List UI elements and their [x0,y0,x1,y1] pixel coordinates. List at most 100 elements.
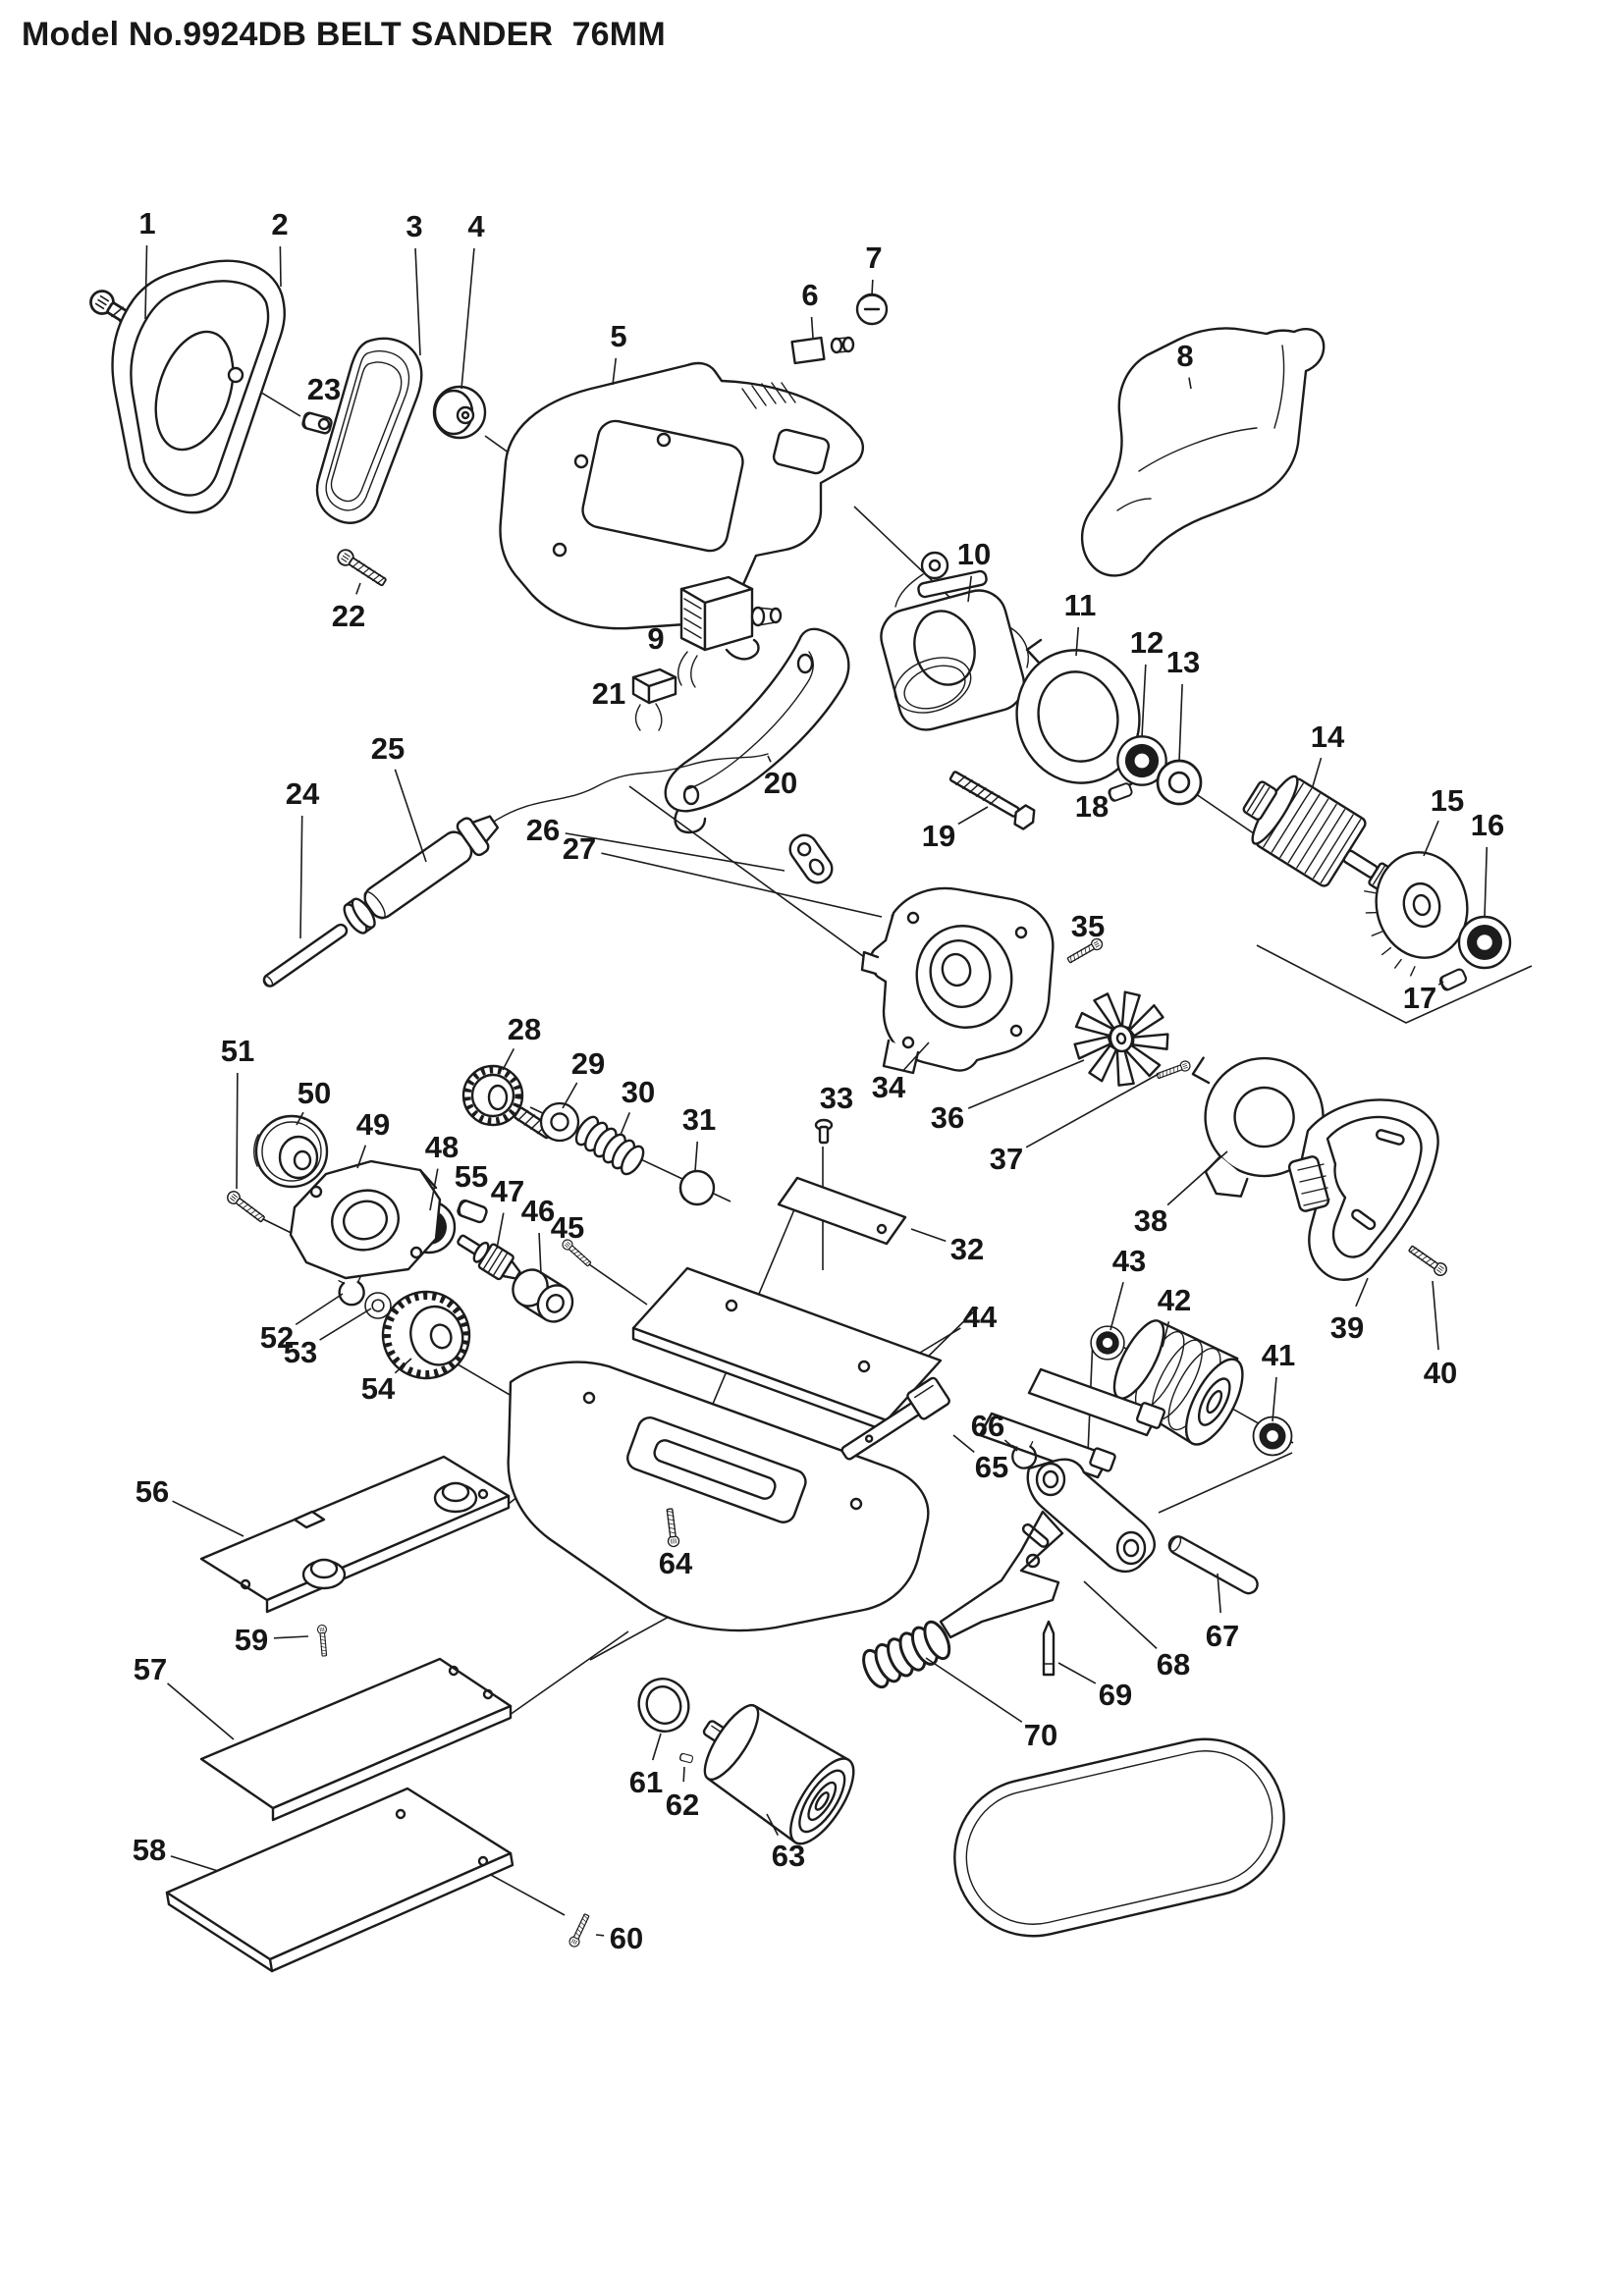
leader-line-12 [1141,664,1147,738]
part-label-48: 48 [425,1130,459,1164]
part-label-24: 24 [286,776,320,811]
carbon-brush-6-drawing [790,336,855,365]
leader-line-17 [1437,981,1444,986]
knob-28-drawing [461,1064,555,1140]
leader-line-13 [1178,683,1183,763]
part-label-41: 41 [1262,1338,1295,1372]
leader-line-16 [1484,846,1489,919]
leader-line-22 [355,582,361,595]
leader-line-28 [502,1048,515,1071]
part-label-44: 44 [963,1300,998,1334]
leader-line-56 [172,1500,244,1537]
leader-line-15 [1423,820,1439,857]
switch-9-drawing [677,575,783,688]
part-label-34: 34 [872,1070,906,1104]
pulley-4-drawing [432,385,487,440]
part-label-25: 25 [371,731,405,766]
part-label-47: 47 [491,1174,524,1208]
page-title: Model No.9924DB BELT SANDER 76MM [22,16,666,53]
part-label-52: 52 [260,1320,294,1355]
part-label-28: 28 [508,1012,541,1046]
part-label-23: 23 [307,372,341,406]
leader-line-11 [1075,626,1080,657]
noise-suppressor-21-drawing [631,667,677,731]
belt-cover-2-drawing [111,259,286,514]
fan-cover-38-drawing [1191,1056,1325,1198]
leader-line-66 [1003,1439,1018,1452]
grip-roller-25-drawing [343,753,769,934]
pin-69-drawing [1042,1620,1056,1677]
part-label-36: 36 [931,1100,964,1135]
part-label-46: 46 [521,1194,555,1228]
leader-line-5 [612,357,618,386]
pin-18-drawing [1107,781,1134,803]
dust-bag-8-drawing [1080,327,1326,577]
leader-line-7 [871,279,874,296]
part-label-61: 61 [629,1765,663,1799]
leader-line-39 [1355,1277,1369,1308]
leader-line-14 [1312,757,1323,787]
leader-line-67 [1217,1573,1221,1614]
leader-line-63 [766,1813,780,1836]
gear-fan-15-drawing [1364,851,1469,977]
spring-30-drawing [570,1112,649,1179]
part-label-17: 17 [1403,981,1436,1015]
leader-line-61 [651,1733,662,1761]
leader-line-40 [1432,1280,1439,1351]
part-label-70: 70 [1024,1718,1057,1752]
cork-plate-57-drawing [199,1657,513,1822]
part-label-60: 60 [610,1921,643,1955]
part-label-67: 67 [1206,1619,1239,1653]
part-label-9: 9 [647,621,664,656]
leader-line-6 [810,316,814,339]
rivet-33-drawing [814,1118,834,1145]
screw-40-drawing [1406,1242,1450,1279]
hex-bolt-19-drawing [946,765,1040,833]
ering-52-drawing [333,1271,370,1309]
part-label-2: 2 [271,207,288,241]
part-label-21: 21 [592,676,625,711]
part-label-29: 29 [571,1046,605,1081]
part-label-1: 1 [138,206,155,240]
leader-line-57 [167,1682,235,1740]
bearing-box-34-drawing [860,886,1055,1075]
leader-line-8 [1188,377,1192,390]
screw-60-drawing [567,1912,592,1949]
leader-line-69 [1057,1662,1097,1684]
clamp-plate-26-drawing [788,833,834,884]
drive-belt-3-drawing [315,337,423,524]
spacer-23-drawing [300,410,334,436]
part-label-35: 35 [1071,909,1105,943]
slide-bar-65-drawing [840,1376,950,1461]
rear-handle-20-drawing [664,627,850,834]
cover-plate-49-drawing [289,1159,442,1280]
leader-line-44 [919,1327,961,1354]
part-label-38: 38 [1134,1203,1167,1238]
leader-line-34 [902,1041,930,1071]
pin-17-drawing [1437,967,1469,992]
spring-70-drawing [856,1617,956,1692]
part-label-57: 57 [134,1652,167,1686]
leader-line-48 [429,1168,439,1211]
leader-line-29 [562,1082,578,1109]
leader-line-2 [279,245,282,288]
part-label-27: 27 [563,831,596,866]
part-label-13: 13 [1166,645,1200,679]
leader-line-42 [1162,1321,1170,1348]
part-label-11: 11 [1064,588,1097,622]
part-label-18: 18 [1075,789,1109,824]
part-label-42: 42 [1158,1283,1191,1317]
timing-pulley-54-drawing [381,1290,471,1380]
bearing-41-drawing [1252,1415,1293,1457]
part-label-65: 65 [975,1450,1008,1484]
part-label-40: 40 [1424,1356,1457,1390]
leader-line-52 [295,1293,344,1326]
leader-line-30 [620,1111,631,1136]
side-grip-39-drawing [1287,1098,1439,1281]
part-label-53: 53 [284,1335,317,1369]
leader-line-54 [394,1358,412,1374]
field-stator-10-drawing [880,551,1029,731]
part-label-5: 5 [610,319,626,353]
